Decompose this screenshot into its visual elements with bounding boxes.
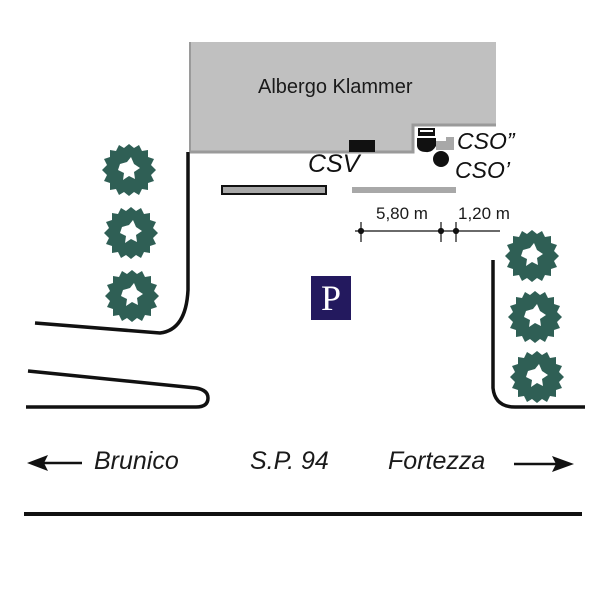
road-name: S.P. 94 [250, 447, 329, 475]
csv-label: CSV [308, 150, 360, 178]
tree-icon [510, 351, 564, 403]
cso-single-label: CSO’ [455, 157, 510, 183]
arrow-right-icon [514, 456, 574, 472]
tree-icon [508, 291, 562, 343]
curb-right [491, 260, 585, 409]
direction-brunico: Brunico [94, 447, 179, 475]
tree-icon [505, 230, 559, 282]
parking-icon: P [311, 276, 351, 320]
dimension-label-1: 5,80 m [376, 204, 428, 223]
tree-icon [105, 270, 159, 322]
dimension-label-2: 1,20 m [458, 204, 510, 223]
tree-icon [104, 207, 158, 259]
cso-double-label: CSO” [457, 128, 515, 154]
direction-fortezza: Fortezza [388, 447, 486, 475]
csv-marker [349, 140, 375, 152]
curb-left-upper [34, 152, 190, 335]
arrow-left-icon [27, 455, 82, 471]
curb-left-island [26, 369, 210, 409]
bench-bar [221, 185, 327, 195]
hotel-name: Albergo Klammer [258, 76, 413, 98]
camera-icon [417, 128, 454, 153]
dimension-line [355, 222, 500, 242]
tree-icon [102, 144, 156, 196]
gray-bar [352, 187, 456, 193]
cso-marker [433, 151, 449, 167]
